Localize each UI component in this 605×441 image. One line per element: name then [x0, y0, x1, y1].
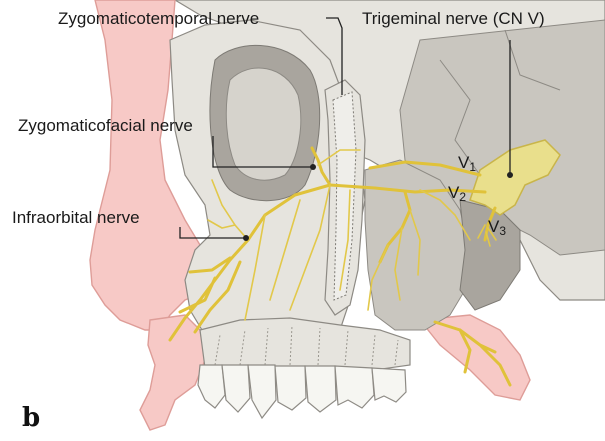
label-v2-subscript: 2	[459, 190, 466, 204]
tooth-canine	[248, 365, 276, 418]
alveolar-process	[200, 318, 410, 372]
label-v3-base: V	[488, 217, 500, 236]
tooth-premolar-1	[275, 366, 306, 410]
tooth-molar-2	[372, 368, 406, 402]
orbit-inner	[226, 68, 300, 180]
cheek-soft-tissue	[420, 315, 530, 400]
tooth-molar-1	[335, 366, 374, 408]
label-v1-base: V	[458, 153, 470, 172]
label-trigeminal-nerve: Trigeminal nerve (CN V)	[362, 9, 545, 28]
leader-dot-zygomaticofacial	[310, 164, 316, 170]
leader-dot-infraorbital	[243, 235, 249, 241]
label-v3-subscript: 3	[499, 224, 506, 238]
tooth-premolar-2	[305, 366, 336, 412]
panel-letter: b	[22, 403, 40, 433]
tooth-incisor-1	[198, 365, 225, 408]
label-zygomaticotemporal-nerve: Zygomaticotemporal nerve	[58, 9, 259, 28]
tooth-incisor-2	[222, 365, 250, 412]
label-zygomaticofacial-nerve: Zygomaticofacial nerve	[18, 116, 193, 135]
label-v1-subscript: 1	[469, 160, 476, 174]
label-v2-base: V	[448, 183, 460, 202]
label-infraorbital-nerve: Infraorbital nerve	[12, 208, 140, 227]
leader-dot-trigeminal	[507, 172, 513, 178]
upper-teeth	[198, 365, 406, 418]
